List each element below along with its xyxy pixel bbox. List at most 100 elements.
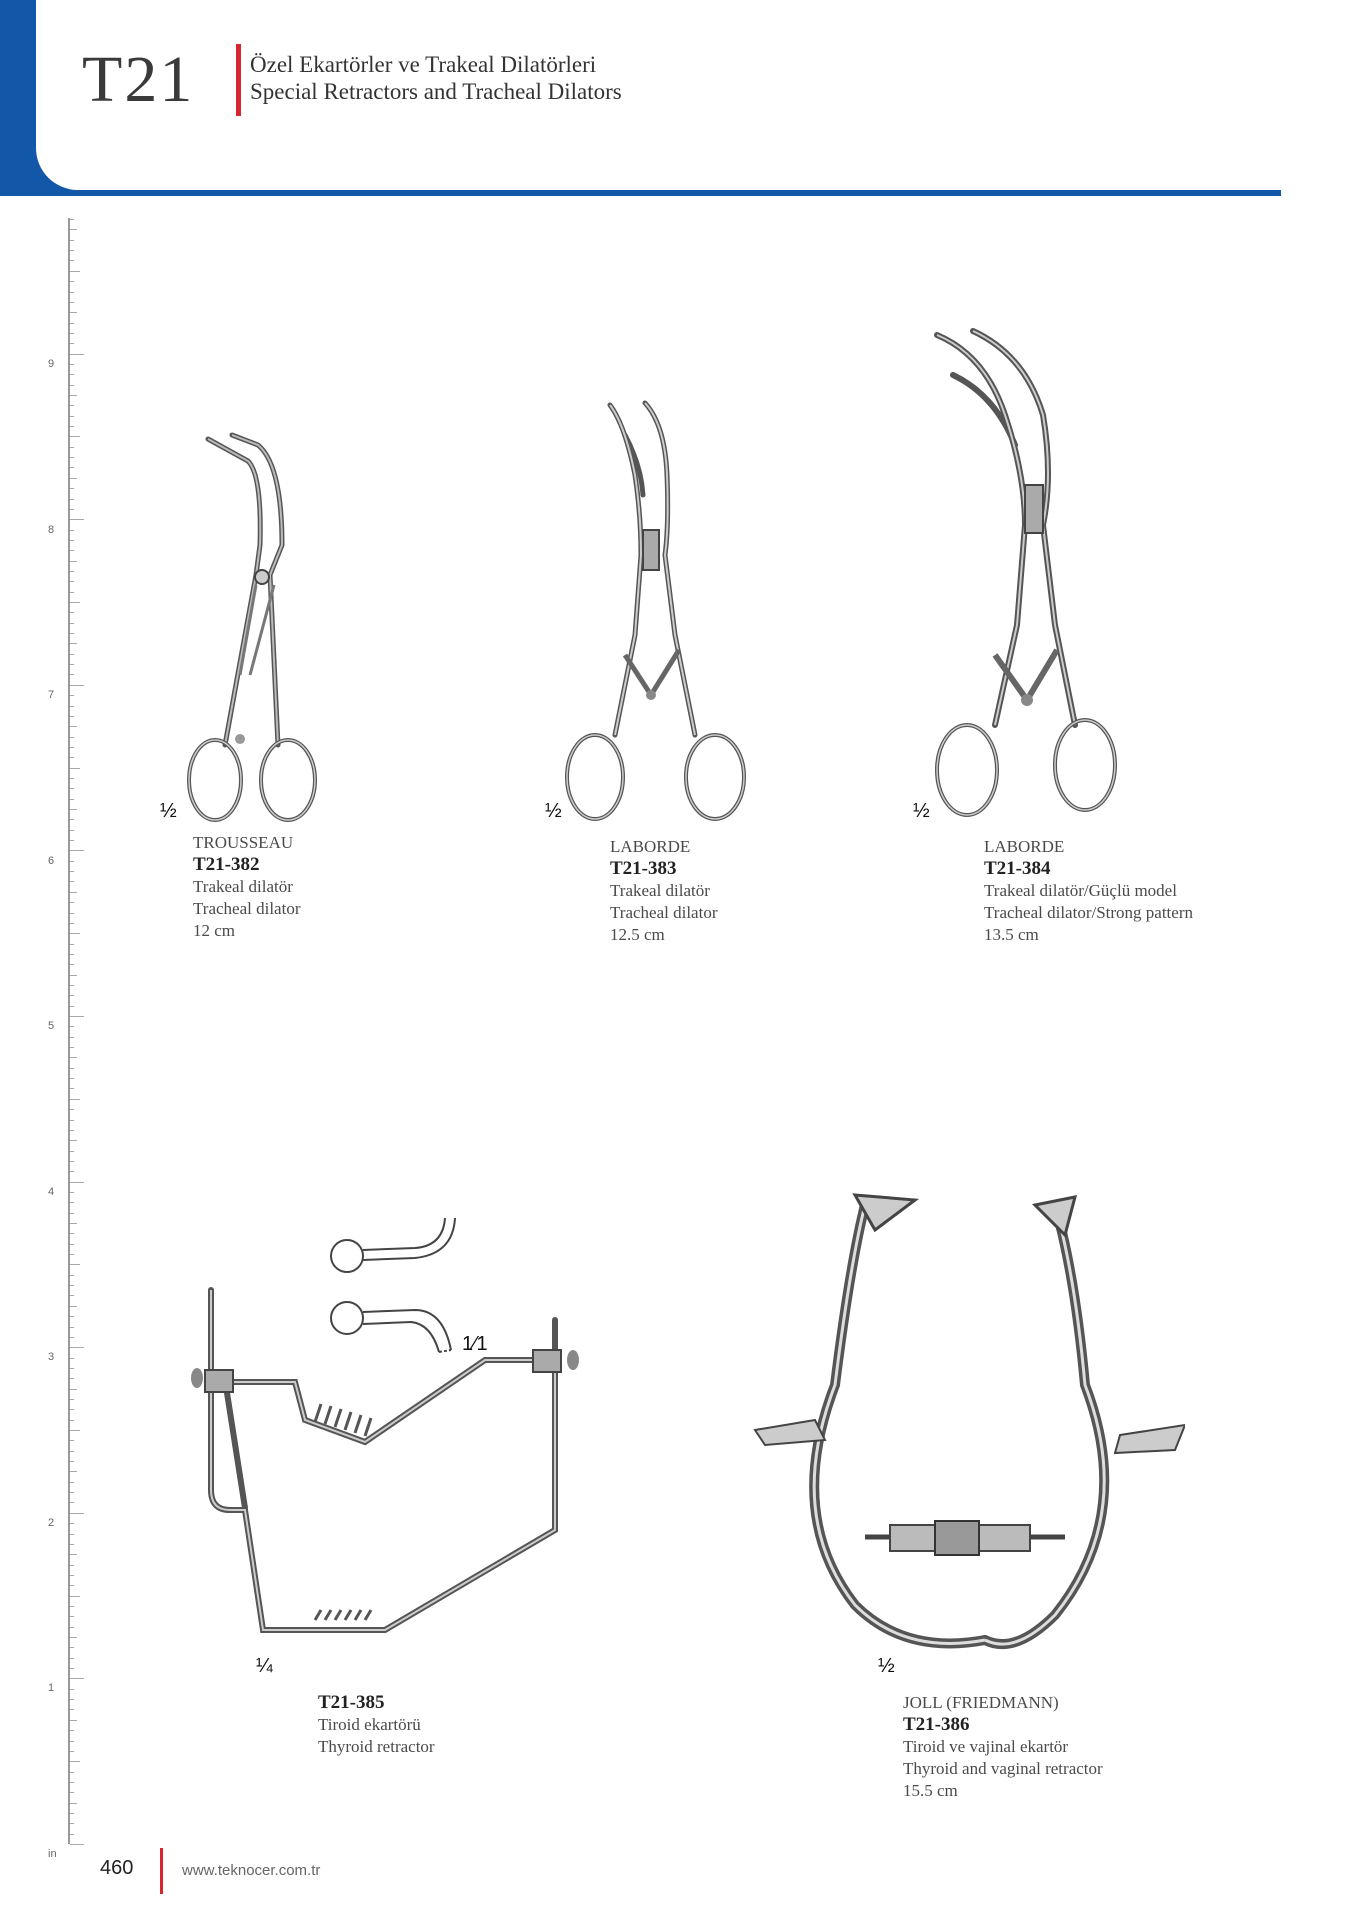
ruler-tick [70,829,74,831]
ruler-tick [70,1357,74,1359]
ruler-tick [70,1616,74,1618]
product-desc-tr: Trakeal dilatör [193,877,293,896]
ruler-tick [70,881,74,883]
ruler-tick [70,1595,80,1597]
ruler-tick [70,964,74,966]
ruler-tick [70,1316,74,1318]
ruler-tick [70,674,74,676]
ruler-tick [70,684,84,686]
ruler-tick [70,1750,74,1752]
ruler-tick [70,560,77,562]
product-code: T21-383 [610,858,677,879]
ruler-tick [70,581,74,583]
product-code: T21-384 [984,858,1051,879]
ruler-tick [70,1574,74,1576]
ruler-tick [70,933,80,935]
ruler-tick [70,1430,80,1431]
ruler-number: 1 [48,1682,55,1694]
ruler-tick [70,995,74,997]
ruler-tick [70,1709,74,1711]
product-desc-en: Tracheal dilator/Strong pattern [984,903,1193,922]
ruler-tick [70,602,80,603]
ruler-tick [70,529,74,531]
ruler-tick [70,1367,74,1369]
ruler-number: 3 [48,1351,55,1363]
ruler-tick [70,1388,77,1390]
ruler-tick [70,1026,74,1028]
laborde-dilator-image [565,400,746,821]
ruler-tick [70,1637,77,1638]
ruler-tick [70,1409,74,1411]
ruler-tick [70,353,84,355]
ruler-tick [70,1223,77,1224]
ruler-tick [70,1605,74,1607]
ruler-tick [70,1295,74,1297]
ruler-tick [70,1264,80,1266]
ruler-tick [70,819,74,821]
ruler-number: 2 [48,1517,55,1529]
ruler-tick [70,1078,74,1080]
ruler-tick [70,1243,74,1245]
ruler-tick [70,1098,80,1100]
ruler-tick [70,332,74,334]
product-caption: LABORDE T21-384 Trakeal dilatör/Güçlü mo… [984,836,1193,946]
ruler-tick [70,767,80,769]
ruler-tick [70,612,74,614]
ruler-tick [70,1336,74,1338]
ruler-number: 8 [48,524,55,536]
ruler-tick [70,415,74,417]
ruler-tick [70,229,77,231]
ruler-tick [70,219,74,221]
ruler-tick [70,643,77,645]
ruler-tick [70,343,74,345]
ruler-tick [70,1699,74,1701]
ruler-tick [70,1678,84,1680]
scale-label: ½ [545,800,562,822]
ruler-tick [70,1016,84,1017]
footer-divider [160,1848,163,1894]
header-panel [36,0,1281,190]
ruler-tick [70,1481,74,1483]
ruler-tick [70,1533,74,1535]
ruler-tick [70,1254,74,1256]
ruler-tick [70,1564,74,1566]
scale-label: ¼ [256,1655,273,1677]
ruler-tick [70,498,74,500]
ruler-tick [70,1730,74,1732]
ruler-tick [70,1191,74,1193]
ruler-tick [70,301,74,303]
scale-label: ½ [160,800,177,822]
website-link[interactable]: www.teknocer.com.tr [182,1862,321,1879]
ruler-tick [70,1523,74,1525]
ruler-tick [70,1233,74,1235]
ruler-tick [70,974,77,976]
section-title-tr: Özel Ekartörler ve Trakeal Dilatörleri [250,52,597,77]
ruler-tick [70,984,74,986]
ruler-tick [70,539,74,541]
ruler-tick [70,239,74,241]
ruler-tick [70,291,74,293]
ruler-tick [70,477,77,479]
ruler-tick [70,570,74,572]
ruler-tick [70,591,74,593]
product-code: T21-382 [193,854,260,875]
ruler-tick [70,653,74,655]
ruler-tick [70,1378,74,1380]
ruler-tick [70,1761,80,1763]
ruler-tick [70,850,84,852]
ruler-tick [70,715,74,717]
ruler-number: 6 [48,855,55,867]
ruler-tick [70,1585,74,1587]
ruler-tick [70,1171,74,1173]
ruler-tick [70,891,77,893]
product-name: LABORDE [984,837,1065,856]
ruler-tick [70,1140,77,1142]
ruler-tick [70,1719,77,1721]
ruler-tick [70,467,74,469]
ruler-tick [70,395,77,396]
ruler-tick [70,860,74,862]
ruler-tick [70,1067,74,1069]
ruler-tick [70,270,80,272]
product-desc-tr: Tiroid ve vajinal ekartör [903,1737,1069,1756]
ruler-tick [70,1285,74,1287]
